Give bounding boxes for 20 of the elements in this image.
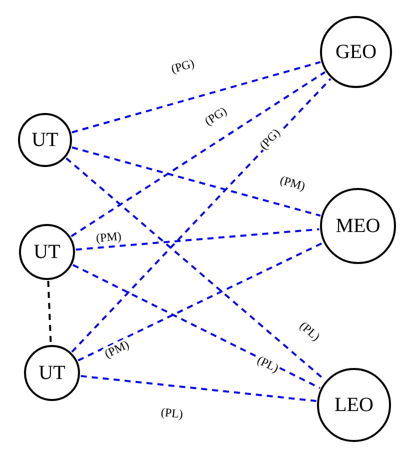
edge-label: (PL) <box>159 406 185 420</box>
node-label: MEO <box>336 214 380 238</box>
dashed-line <box>72 146 321 217</box>
edge-label: (PM) <box>277 174 307 192</box>
node-label: LEO <box>334 394 374 416</box>
node-label: UT <box>34 240 60 264</box>
node-label: UT <box>38 362 66 384</box>
dashed-line <box>78 242 324 362</box>
dashed-line <box>72 264 320 389</box>
dashed-line <box>47 280 52 344</box>
dashed-line <box>80 375 316 402</box>
dashed-line <box>71 78 332 353</box>
dashed-line <box>72 61 321 134</box>
edge-label: (PM) <box>101 338 132 360</box>
node-label: UT <box>32 128 58 152</box>
dashed-line <box>70 71 326 238</box>
satellite-circle <box>18 113 72 167</box>
node-label: GEO <box>335 40 377 64</box>
dashed-line <box>76 228 320 251</box>
edge-label: (PM) <box>94 230 122 244</box>
